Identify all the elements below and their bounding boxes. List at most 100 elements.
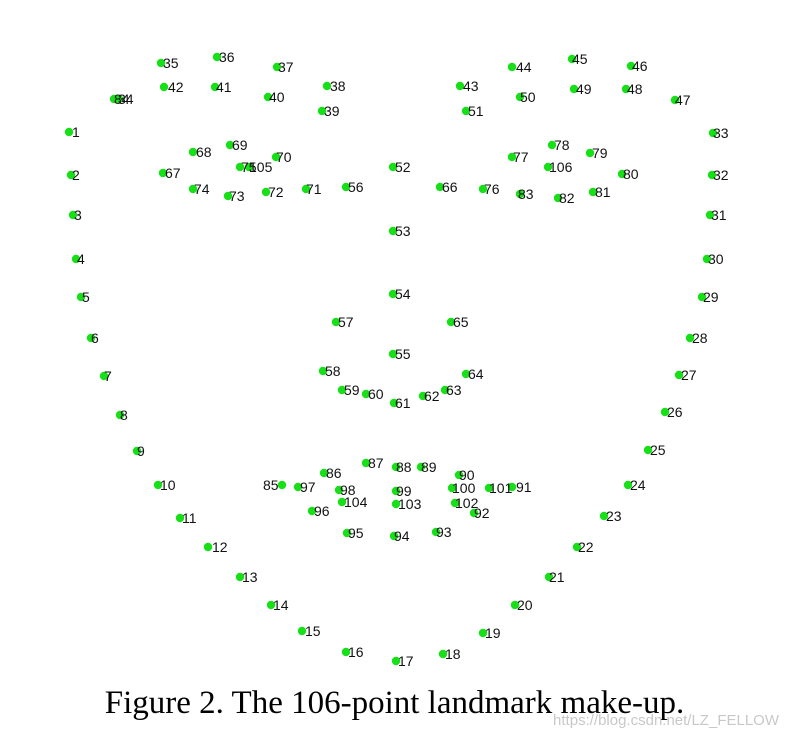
landmark-label-91: 91 xyxy=(516,479,532,495)
landmark-point-82 xyxy=(553,193,563,203)
landmark-label-56: 56 xyxy=(348,179,364,195)
landmark-point-7 xyxy=(99,371,109,381)
landmark-label-16: 16 xyxy=(348,644,364,660)
landmark-label-83: 83 xyxy=(518,186,534,202)
landmark-label-41: 41 xyxy=(216,79,232,95)
landmark-label-17: 17 xyxy=(398,653,414,669)
landmark-point-91 xyxy=(507,482,517,492)
landmark-point-90 xyxy=(454,470,464,480)
landmark-point-103 xyxy=(391,499,401,509)
landmark-label-5: 5 xyxy=(82,289,90,305)
landmark-point-12 xyxy=(203,542,213,552)
landmark-point-11 xyxy=(175,513,185,523)
landmark-label-96: 96 xyxy=(314,503,330,519)
landmark-point-75 xyxy=(235,162,245,172)
landmark-label-98: 98 xyxy=(340,482,356,498)
landmark-point-76 xyxy=(478,184,488,194)
landmark-label-75: 75 xyxy=(241,159,257,175)
landmark-point-10 xyxy=(153,480,163,490)
landmark-point-68 xyxy=(188,147,198,157)
landmark-point-62 xyxy=(418,391,428,401)
landmark-point-60 xyxy=(361,389,371,399)
landmark-point-61 xyxy=(389,398,399,408)
landmark-point-101 xyxy=(484,483,494,493)
landmark-point-44 xyxy=(507,62,517,72)
landmark-label-32: 32 xyxy=(713,167,729,183)
landmark-point-92 xyxy=(469,508,479,518)
landmark-label-15: 15 xyxy=(305,623,321,639)
watermark: https://blog.csdn.net/LZ_FELLOW xyxy=(553,712,779,729)
landmark-label-31: 31 xyxy=(711,207,727,223)
landmark-label-57: 57 xyxy=(338,314,354,330)
landmark-label-33: 33 xyxy=(713,125,729,141)
landmark-point-45 xyxy=(567,54,577,64)
landmark-point-40 xyxy=(263,92,273,102)
landmark-point-16 xyxy=(341,647,351,657)
landmark-point-22 xyxy=(572,542,582,552)
landmark-point-71 xyxy=(301,184,311,194)
landmark-point-74 xyxy=(188,184,198,194)
landmark-point-17 xyxy=(391,656,401,666)
landmark-label-47: 47 xyxy=(675,92,691,108)
landmark-label-60: 60 xyxy=(368,386,384,402)
landmark-label-94: 94 xyxy=(394,528,410,544)
landmark-label-6: 6 xyxy=(91,330,99,346)
landmark-point-89 xyxy=(416,462,426,472)
landmark-points xyxy=(64,52,718,666)
landmark-point-35 xyxy=(156,58,166,68)
landmark-point-84 xyxy=(114,94,124,104)
landmark-label-20: 20 xyxy=(517,597,533,613)
landmark-point-4 xyxy=(71,254,81,264)
landmark-label-10: 10 xyxy=(160,477,176,493)
landmark-label-43: 43 xyxy=(463,78,479,94)
landmark-point-72 xyxy=(261,187,271,197)
landmark-point-46 xyxy=(626,61,636,71)
landmark-point-65 xyxy=(446,317,456,327)
landmark-point-30 xyxy=(702,254,712,264)
landmark-point-105 xyxy=(244,162,254,172)
landmark-point-38 xyxy=(322,81,332,91)
landmark-label-46: 46 xyxy=(632,58,648,74)
landmark-label-102: 102 xyxy=(455,495,479,511)
landmark-point-42 xyxy=(159,82,169,92)
landmark-label-63: 63 xyxy=(446,382,462,398)
landmark-label-103: 103 xyxy=(398,496,422,512)
landmark-point-20 xyxy=(510,600,520,610)
landmark-label-9: 9 xyxy=(137,443,145,459)
landmark-label-87: 87 xyxy=(368,455,384,471)
landmark-label-85: 85 xyxy=(263,477,279,493)
landmark-point-27 xyxy=(674,370,684,380)
landmark-label-45: 45 xyxy=(572,51,588,67)
landmark-point-57 xyxy=(331,317,341,327)
landmark-point-43 xyxy=(455,81,465,91)
landmark-label-27: 27 xyxy=(681,367,697,383)
landmark-point-69 xyxy=(225,140,235,150)
landmark-point-96 xyxy=(307,506,317,516)
landmark-label-105: 105 xyxy=(249,159,273,175)
landmark-label-52: 52 xyxy=(395,159,411,175)
landmark-label-82: 82 xyxy=(559,190,575,206)
landmark-point-29 xyxy=(697,292,707,302)
landmark-label-38: 38 xyxy=(330,78,346,94)
landmark-label-4: 4 xyxy=(77,251,85,267)
landmark-point-77 xyxy=(507,152,517,162)
landmark-point-1 xyxy=(64,127,74,137)
landmark-point-55 xyxy=(388,349,398,359)
landmark-point-67 xyxy=(158,168,168,178)
landmark-point-56 xyxy=(341,182,351,192)
landmark-point-33 xyxy=(708,128,718,138)
landmark-point-19 xyxy=(478,628,488,638)
landmark-label-44: 44 xyxy=(516,59,532,75)
landmark-point-15 xyxy=(297,626,307,636)
landmark-label-48: 48 xyxy=(627,81,643,97)
landmark-point-87 xyxy=(361,458,371,468)
landmark-point-8 xyxy=(115,410,125,420)
landmark-label-58: 58 xyxy=(325,363,341,379)
landmark-point-70 xyxy=(271,152,281,162)
landmark-label-29: 29 xyxy=(703,289,719,305)
landmark-label-64: 64 xyxy=(468,366,484,382)
landmark-point-93 xyxy=(431,527,441,537)
landmark-label-88: 88 xyxy=(396,459,412,475)
landmark-point-54 xyxy=(388,289,398,299)
